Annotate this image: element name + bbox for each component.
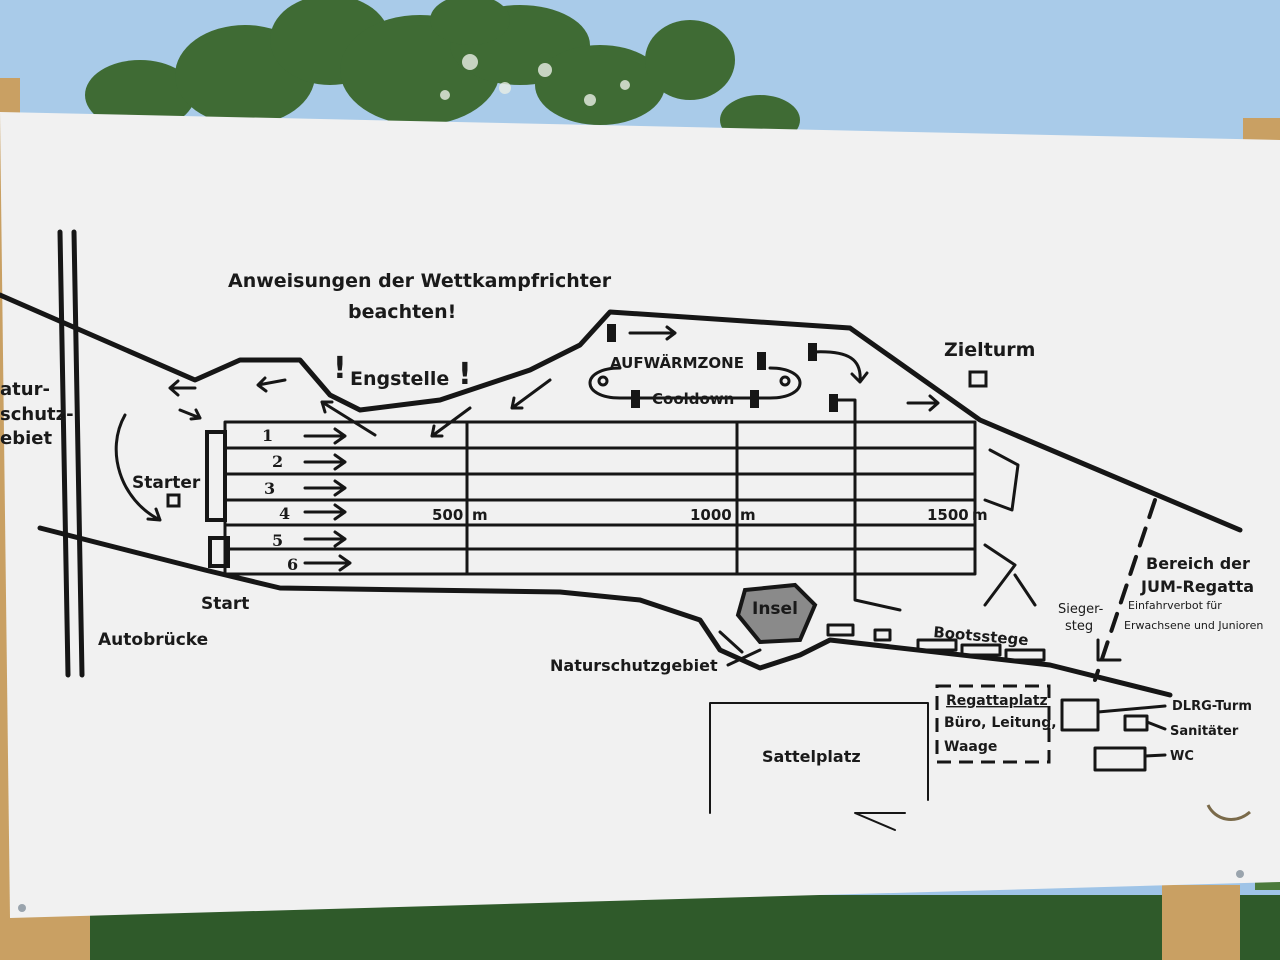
warmup-zone-label: AUFWÄRMZONE xyxy=(610,353,744,372)
shoreline xyxy=(0,292,1243,698)
left-reserve-line3: ebiet xyxy=(0,428,52,449)
screw-icon xyxy=(18,904,26,912)
finish-tower-icon xyxy=(968,370,988,388)
victory-jetty-line1: Sieger- xyxy=(1058,602,1104,617)
reserve-label: Naturschutzgebiet xyxy=(550,656,718,675)
arrow-right-icon xyxy=(628,325,677,341)
arrow-right-icon xyxy=(906,394,940,412)
lane-number: 1 xyxy=(262,426,273,445)
start-pontoon xyxy=(205,430,227,522)
jum-area-line3: Einfahrverbot für xyxy=(1128,599,1222,612)
wc-label: WC xyxy=(1170,749,1194,764)
starter-label: Starter xyxy=(132,473,201,493)
lane-number: 3 xyxy=(264,479,275,498)
start-label: Start xyxy=(201,594,249,614)
saddle-area-outline xyxy=(709,702,929,831)
arrow-down-left-icon xyxy=(510,378,552,410)
distance-unit: m xyxy=(972,506,988,524)
starter-hut-icon xyxy=(166,493,181,508)
finish-tower-label: Zielturm xyxy=(944,339,1035,361)
narrow-point-label: Engstelle xyxy=(350,368,449,390)
left-reserve-line2: schutz- xyxy=(0,404,74,425)
distance-1500: 1500 xyxy=(927,506,969,524)
jum-boundary xyxy=(1093,498,1157,682)
distance-1000: 1000 xyxy=(690,506,732,524)
saddle-area-label: Sattelplatz xyxy=(762,747,861,766)
jum-area-line2: JUM-Regatta xyxy=(1140,577,1254,596)
arrow-left-icon xyxy=(168,379,197,397)
left-reserve-line1: atur- xyxy=(0,379,50,400)
distance-500: 500 xyxy=(432,506,463,524)
jum-area-line4: Erwachsene und Junioren xyxy=(1124,619,1263,632)
screw-icon xyxy=(1236,870,1244,878)
dlrg-tower-label: DLRG-Turm xyxy=(1172,699,1252,714)
warning-line2: beachten! xyxy=(348,301,456,323)
victory-jetty-line2: steg xyxy=(1065,619,1093,634)
left-post-bottom xyxy=(0,915,90,960)
distance-unit: m xyxy=(472,506,488,524)
arrow-curve-icon xyxy=(114,413,162,522)
jum-area-line1: Bereich der xyxy=(1146,554,1250,573)
lane-number: 5 xyxy=(272,531,283,550)
arrow-left-icon xyxy=(256,376,287,393)
bridge-label: Autobrücke xyxy=(98,630,208,650)
stain-mark xyxy=(1206,804,1251,821)
warmup-loop xyxy=(588,366,802,400)
lane-arrows xyxy=(303,427,352,572)
lane-number: 4 xyxy=(279,504,290,523)
cooldown-label: Cooldown xyxy=(652,390,734,408)
start-pontoon xyxy=(208,536,230,568)
distance-unit: m xyxy=(740,506,756,524)
regatta-square-line2: Büro, Leitung, xyxy=(944,715,1057,731)
arrow-right-icon xyxy=(178,408,202,421)
leader-lines xyxy=(718,630,762,667)
arrow-curve-down-icon xyxy=(810,350,869,384)
foliage-highlights xyxy=(440,54,630,106)
jetties-shapes xyxy=(826,623,1046,662)
exclamation-right: ! xyxy=(458,357,472,392)
right-post xyxy=(1162,885,1240,960)
cooldown-lanes xyxy=(836,398,1122,662)
island-label: Insel xyxy=(752,599,798,619)
tree-foliage-top xyxy=(85,0,800,145)
medics-label: Sanitäter xyxy=(1170,724,1239,739)
regatta-square-line1: Regattaplatz xyxy=(946,693,1048,709)
arrow-down-left-icon xyxy=(430,406,472,438)
warning-line1: Anweisungen der Wettkampfrichter xyxy=(228,270,612,292)
facility-boxes xyxy=(1060,698,1167,772)
traffic-arrows xyxy=(114,325,940,522)
lane-number: 6 xyxy=(287,555,298,574)
lane-number: 2 xyxy=(272,452,283,471)
bridge-lines xyxy=(57,229,85,678)
exclamation-left: ! xyxy=(333,351,347,386)
arrow-up-left-icon xyxy=(320,400,377,437)
island-shape xyxy=(735,582,818,645)
regatta-square-box xyxy=(935,684,1051,764)
sign-board xyxy=(0,112,1280,918)
buoy-markers xyxy=(607,324,838,412)
regatta-square-line3: Waage xyxy=(944,739,997,755)
